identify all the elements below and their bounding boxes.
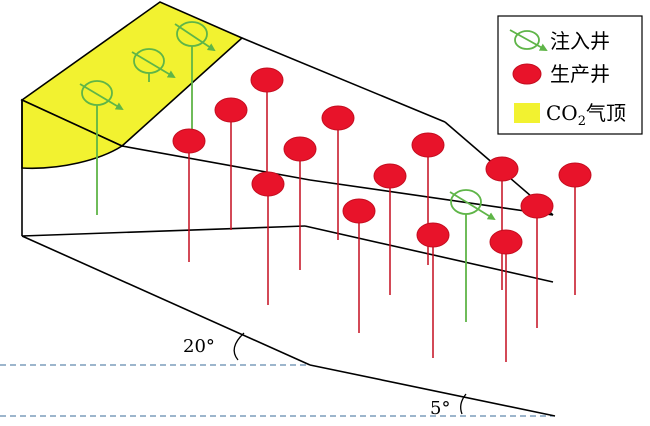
angle-label-upper: 20° — [183, 336, 215, 357]
angle-label-lower: 5° — [430, 398, 450, 419]
angle-arc-lower — [460, 393, 467, 415]
production-well-stems — [188, 82, 576, 362]
well-producer-icon — [485, 156, 519, 182]
well-injector-icon — [174, 21, 216, 130]
legend: 注入井 生产井 CO2气顶 — [497, 15, 643, 135]
well-producer-icon — [416, 222, 450, 248]
legend-item-gas-cap: CO2气顶 — [514, 101, 626, 129]
well-producer-icon — [172, 128, 206, 154]
well-producer-icon — [411, 132, 445, 158]
well-producer-icon — [373, 163, 407, 189]
legend-item-producer: 生产井 — [512, 62, 610, 86]
well-injector-icon — [79, 80, 124, 215]
well-producer-icon — [283, 136, 317, 162]
reservoir-block-outline — [21, 37, 556, 417]
well-producer-icon — [250, 67, 284, 93]
well-producer-icon — [251, 171, 285, 197]
legend-label-gas-cap-prefix: CO — [546, 101, 578, 125]
injection-wells — [79, 21, 496, 322]
well-injector-icon — [131, 48, 176, 82]
well-producer-icon — [489, 229, 523, 255]
legend-label-gas-cap: CO2气顶 — [546, 101, 626, 129]
legend-label-gas-cap-suffix: 气顶 — [586, 101, 626, 125]
well-producer-icon — [520, 193, 554, 219]
production-wells — [172, 67, 592, 255]
well-injector-icon — [509, 29, 548, 51]
well-injector-icon — [449, 189, 496, 322]
gas-cap-swatch-icon — [514, 103, 540, 123]
well-producer-icon — [512, 63, 542, 85]
legend-label-injector: 注入井 — [550, 29, 610, 53]
well-producer-icon — [321, 105, 355, 131]
legend-label-producer: 生产井 — [550, 62, 610, 86]
legend-label-gas-cap-subscript: 2 — [578, 114, 586, 129]
angle-arc-upper — [233, 332, 245, 361]
legend-item-injector: 注入井 — [509, 29, 610, 53]
well-producer-icon — [558, 162, 592, 188]
well-producer-icon — [342, 198, 376, 224]
well-producer-icon — [214, 97, 248, 123]
